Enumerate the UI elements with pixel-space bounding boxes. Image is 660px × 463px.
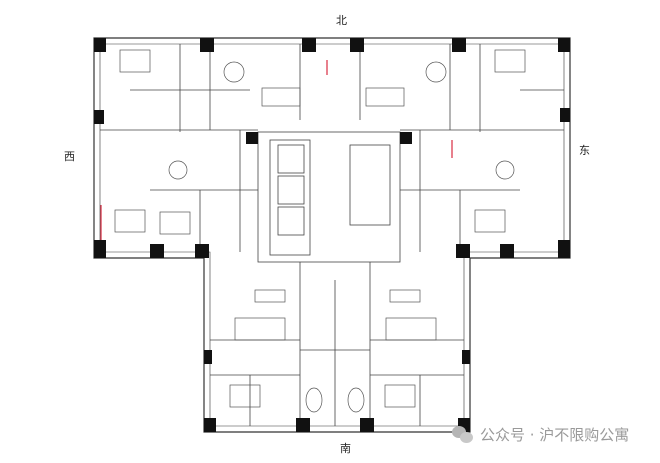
- compass-south: 南: [340, 442, 351, 455]
- sofa: [234, 317, 286, 341]
- stair: [349, 144, 391, 226]
- bed: [229, 384, 261, 408]
- bed: [114, 209, 146, 233]
- compass-west: 西: [64, 150, 75, 163]
- bed: [119, 49, 151, 73]
- dining-table: [223, 61, 245, 83]
- furniture: [114, 49, 526, 413]
- compass-east: 东: [579, 144, 590, 157]
- wechat-icon: [452, 425, 474, 444]
- sofa: [261, 87, 301, 107]
- watermark-text: 公众号 · 沪不限购公寓: [480, 426, 630, 444]
- bed: [159, 211, 191, 235]
- compass-north: 北: [336, 14, 347, 27]
- bed: [384, 384, 416, 408]
- core: [257, 131, 401, 263]
- interior-walls: [100, 44, 564, 426]
- dining-table: [425, 61, 447, 83]
- accent-marks: [100, 60, 453, 240]
- bed: [474, 209, 506, 233]
- sofa: [365, 87, 405, 107]
- watermark: 公众号 · 沪不限购公寓: [452, 424, 629, 445]
- sofa: [385, 317, 437, 341]
- columns: [94, 38, 570, 432]
- bed: [494, 49, 526, 73]
- outer-walls: [93, 37, 571, 433]
